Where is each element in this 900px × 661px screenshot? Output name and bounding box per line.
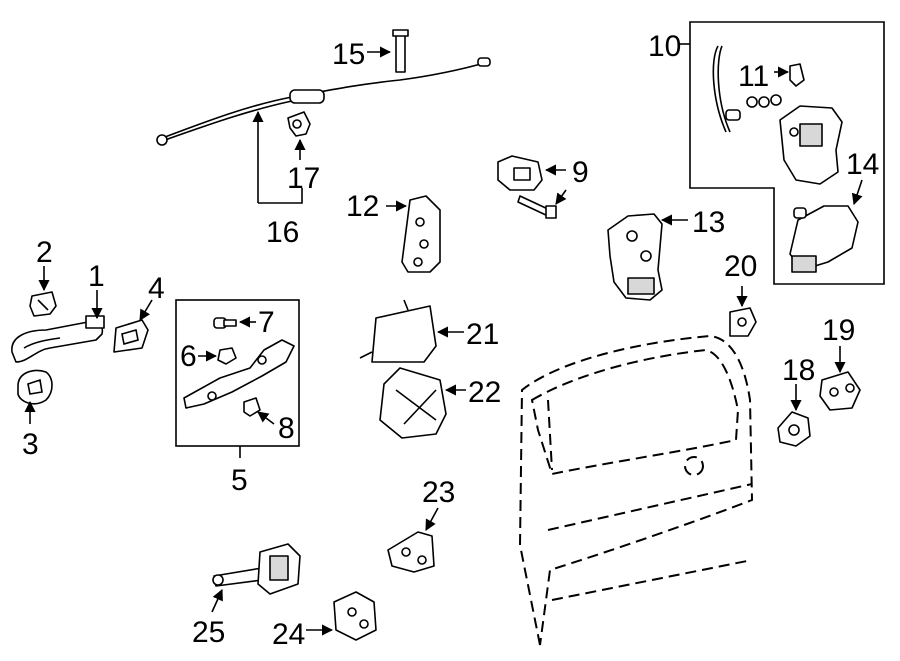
part-4-cover — [113, 319, 149, 353]
callout-22: 22 — [468, 376, 501, 409]
callout-5: 5 — [231, 464, 248, 497]
part-5-box — [175, 299, 300, 447]
part-17-clip — [287, 111, 311, 137]
leader-23 — [425, 507, 439, 531]
callout-24: 24 — [272, 618, 305, 651]
part-8-clip — [243, 397, 261, 417]
part-15-bolt — [392, 29, 409, 73]
callout-4: 4 — [148, 272, 165, 305]
leader-8 — [257, 411, 275, 425]
part-7-screw — [213, 317, 237, 329]
callout-21: 21 — [466, 318, 499, 351]
part-3-seal — [17, 369, 53, 405]
callout-7: 7 — [258, 306, 275, 339]
callout-13: 13 — [692, 206, 725, 239]
part-20-plate — [729, 307, 757, 337]
part-24-hinge — [333, 591, 377, 641]
part-11-clip — [789, 63, 805, 87]
part-9-actuator — [497, 155, 557, 219]
rear-door-outline — [518, 334, 754, 646]
part-13-latch — [607, 213, 663, 301]
callout-15: 15 — [332, 38, 365, 71]
leader-25 — [211, 588, 223, 613]
part-14-actuator — [789, 205, 859, 273]
part-10-box — [689, 21, 885, 285]
callout-2: 2 — [36, 236, 53, 269]
part-25-check-strap — [212, 543, 301, 595]
leader-16-bracket — [258, 188, 303, 204]
leader-14 — [851, 179, 863, 206]
part-18-bumper — [777, 411, 811, 447]
part-23-hinge — [387, 531, 435, 573]
part-21-module — [359, 299, 437, 363]
leader-9-b — [555, 189, 567, 205]
callout-9: 9 — [572, 156, 589, 189]
part-16-cable — [156, 57, 491, 146]
part-22-module — [379, 367, 447, 439]
callout-3: 3 — [22, 428, 39, 461]
part-6-nut — [217, 347, 237, 365]
leader-4 — [139, 299, 153, 321]
callout-12: 12 — [346, 190, 379, 223]
part-5-handle-base — [183, 339, 295, 409]
callout-25: 25 — [192, 616, 225, 649]
callout-14: 14 — [846, 148, 879, 181]
callout-8: 8 — [278, 412, 295, 445]
part-2-cap — [29, 291, 57, 317]
callout-11: 11 — [738, 60, 769, 93]
part-12-bracket — [401, 195, 441, 273]
callout-17: 17 — [287, 162, 320, 195]
callout-18: 18 — [782, 354, 815, 387]
callout-6: 6 — [180, 340, 197, 373]
callout-20: 20 — [724, 250, 757, 283]
part-10-lock-assembly — [779, 105, 843, 185]
callout-23: 23 — [422, 476, 455, 509]
callout-1: 1 — [88, 260, 105, 293]
part-10-rod — [712, 45, 782, 133]
callout-16: 16 — [266, 216, 299, 249]
part-19-bumper — [819, 371, 861, 411]
part-1-outside-handle — [11, 315, 105, 363]
callout-10: 10 — [648, 30, 681, 63]
callout-19: 19 — [822, 314, 855, 347]
